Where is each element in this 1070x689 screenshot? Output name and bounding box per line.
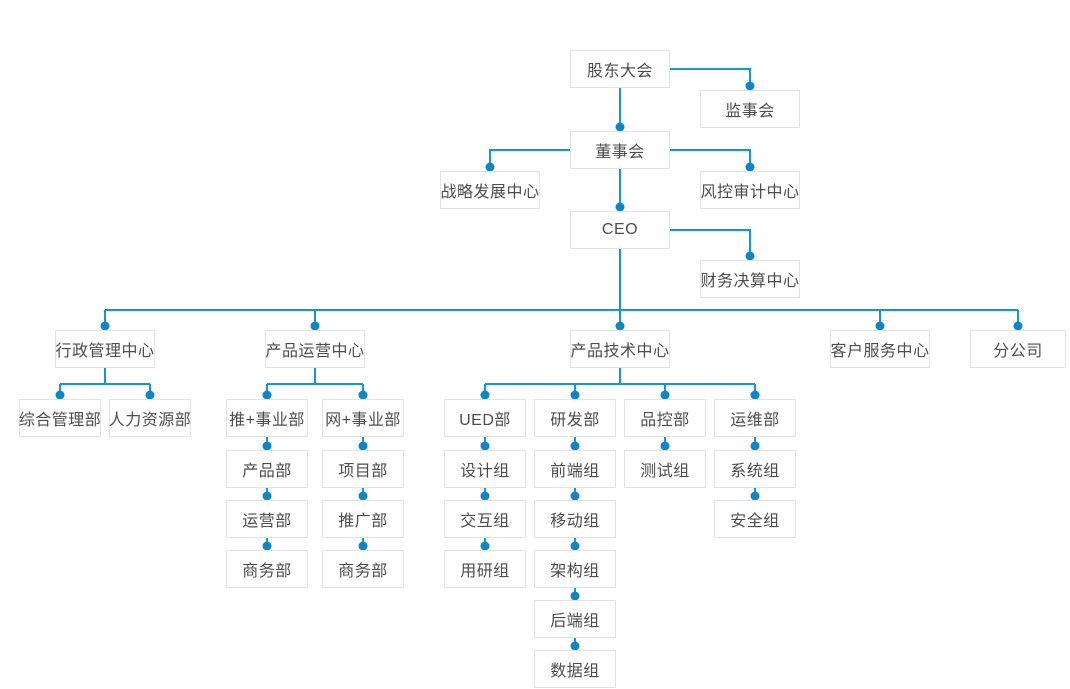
org-node-operation-dept[interactable]: 运营部 (226, 500, 308, 538)
org-node-data-group[interactable]: 数据组 (534, 650, 616, 688)
org-node-risk-audit-center[interactable]: 风控审计中心 (700, 171, 800, 209)
org-node-supervisory-board[interactable]: 监事会 (700, 90, 800, 128)
org-node-interaction-group[interactable]: 交互组 (444, 500, 526, 538)
org-node-system-group[interactable]: 系统组 (714, 450, 796, 488)
org-node-business-dept-tui[interactable]: 商务部 (226, 550, 308, 588)
connector-line (670, 149, 751, 171)
org-node-product-ops-center[interactable]: 产品运营中心 (265, 330, 365, 368)
org-node-business-dept-wang[interactable]: 商务部 (322, 550, 404, 588)
connector-line (670, 229, 751, 260)
org-node-board-of-directors[interactable]: 董事会 (570, 131, 670, 169)
org-node-customer-service-center[interactable]: 客户服务中心 (830, 330, 930, 368)
org-node-shareholders-meeting[interactable]: 股东大会 (570, 50, 670, 88)
org-node-project-dept[interactable]: 项目部 (322, 450, 404, 488)
org-node-ceo[interactable]: CEO (570, 211, 670, 249)
org-node-tui-business-dept[interactable]: 推+事业部 (226, 399, 308, 437)
org-node-product-dept[interactable]: 产品部 (226, 450, 308, 488)
org-node-frontend-group[interactable]: 前端组 (534, 450, 616, 488)
org-node-rd-dept[interactable]: 研发部 (534, 399, 616, 437)
org-node-general-mgmt-dept[interactable]: 综合管理部 (19, 399, 101, 437)
org-node-mobile-group[interactable]: 移动组 (534, 500, 616, 538)
org-node-security-group[interactable]: 安全组 (714, 500, 796, 538)
org-node-hr-dept[interactable]: 人力资源部 (109, 399, 191, 437)
org-node-strategy-dev-center[interactable]: 战略发展中心 (440, 171, 540, 209)
org-node-user-research-group[interactable]: 用研组 (444, 550, 526, 588)
connector-line (489, 149, 570, 171)
org-node-wang-business-dept[interactable]: 网+事业部 (322, 399, 404, 437)
org-node-ued-dept[interactable]: UED部 (444, 399, 526, 437)
org-node-architecture-group[interactable]: 架构组 (534, 550, 616, 588)
org-node-testing-group[interactable]: 测试组 (624, 450, 706, 488)
connector-line (670, 68, 751, 90)
org-node-qc-dept[interactable]: 品控部 (624, 399, 706, 437)
org-node-ops-dept[interactable]: 运维部 (714, 399, 796, 437)
org-node-backend-group[interactable]: 后端组 (534, 600, 616, 638)
org-node-admin-center[interactable]: 行政管理中心 (55, 330, 155, 368)
org-node-product-tech-center[interactable]: 产品技术中心 (570, 330, 670, 368)
org-node-design-group[interactable]: 设计组 (444, 450, 526, 488)
org-node-branch-company[interactable]: 分公司 (970, 330, 1066, 368)
org-node-promotion-dept[interactable]: 推广部 (322, 500, 404, 538)
org-node-finance-center[interactable]: 财务决算中心 (700, 260, 800, 298)
